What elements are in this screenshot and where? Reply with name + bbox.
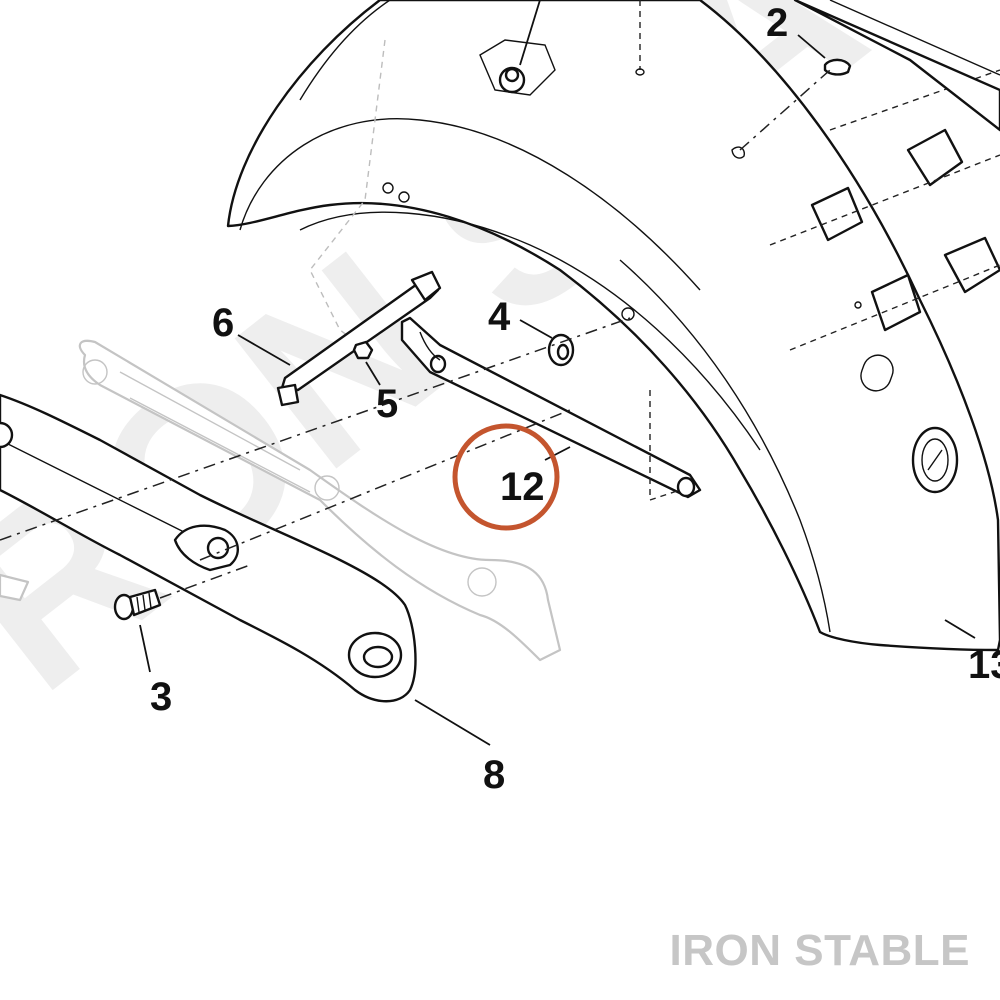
ghost-strut-outline [78,339,562,662]
strut-arm [0,393,417,703]
callout-4: 4 [488,295,511,339]
small-nut [352,340,374,360]
leader-lines [139,34,976,746]
washer [547,333,575,367]
callout-5: 5 [376,382,398,426]
callout-12: 12 [500,465,545,509]
support-rod [400,316,702,499]
screw [113,588,162,621]
callout-2: 2 [766,1,788,45]
bracket [276,270,442,407]
highlight-circle [452,423,560,531]
rear-fender [226,0,1000,652]
callout-3: 3 [150,675,172,719]
callout-13: 13 [968,643,1000,687]
callout-8: 8 [483,753,505,797]
callout-6: 6 [212,301,234,345]
brand-watermark: IRON STABLE [669,926,970,975]
fender-bumpers [810,128,1000,332]
